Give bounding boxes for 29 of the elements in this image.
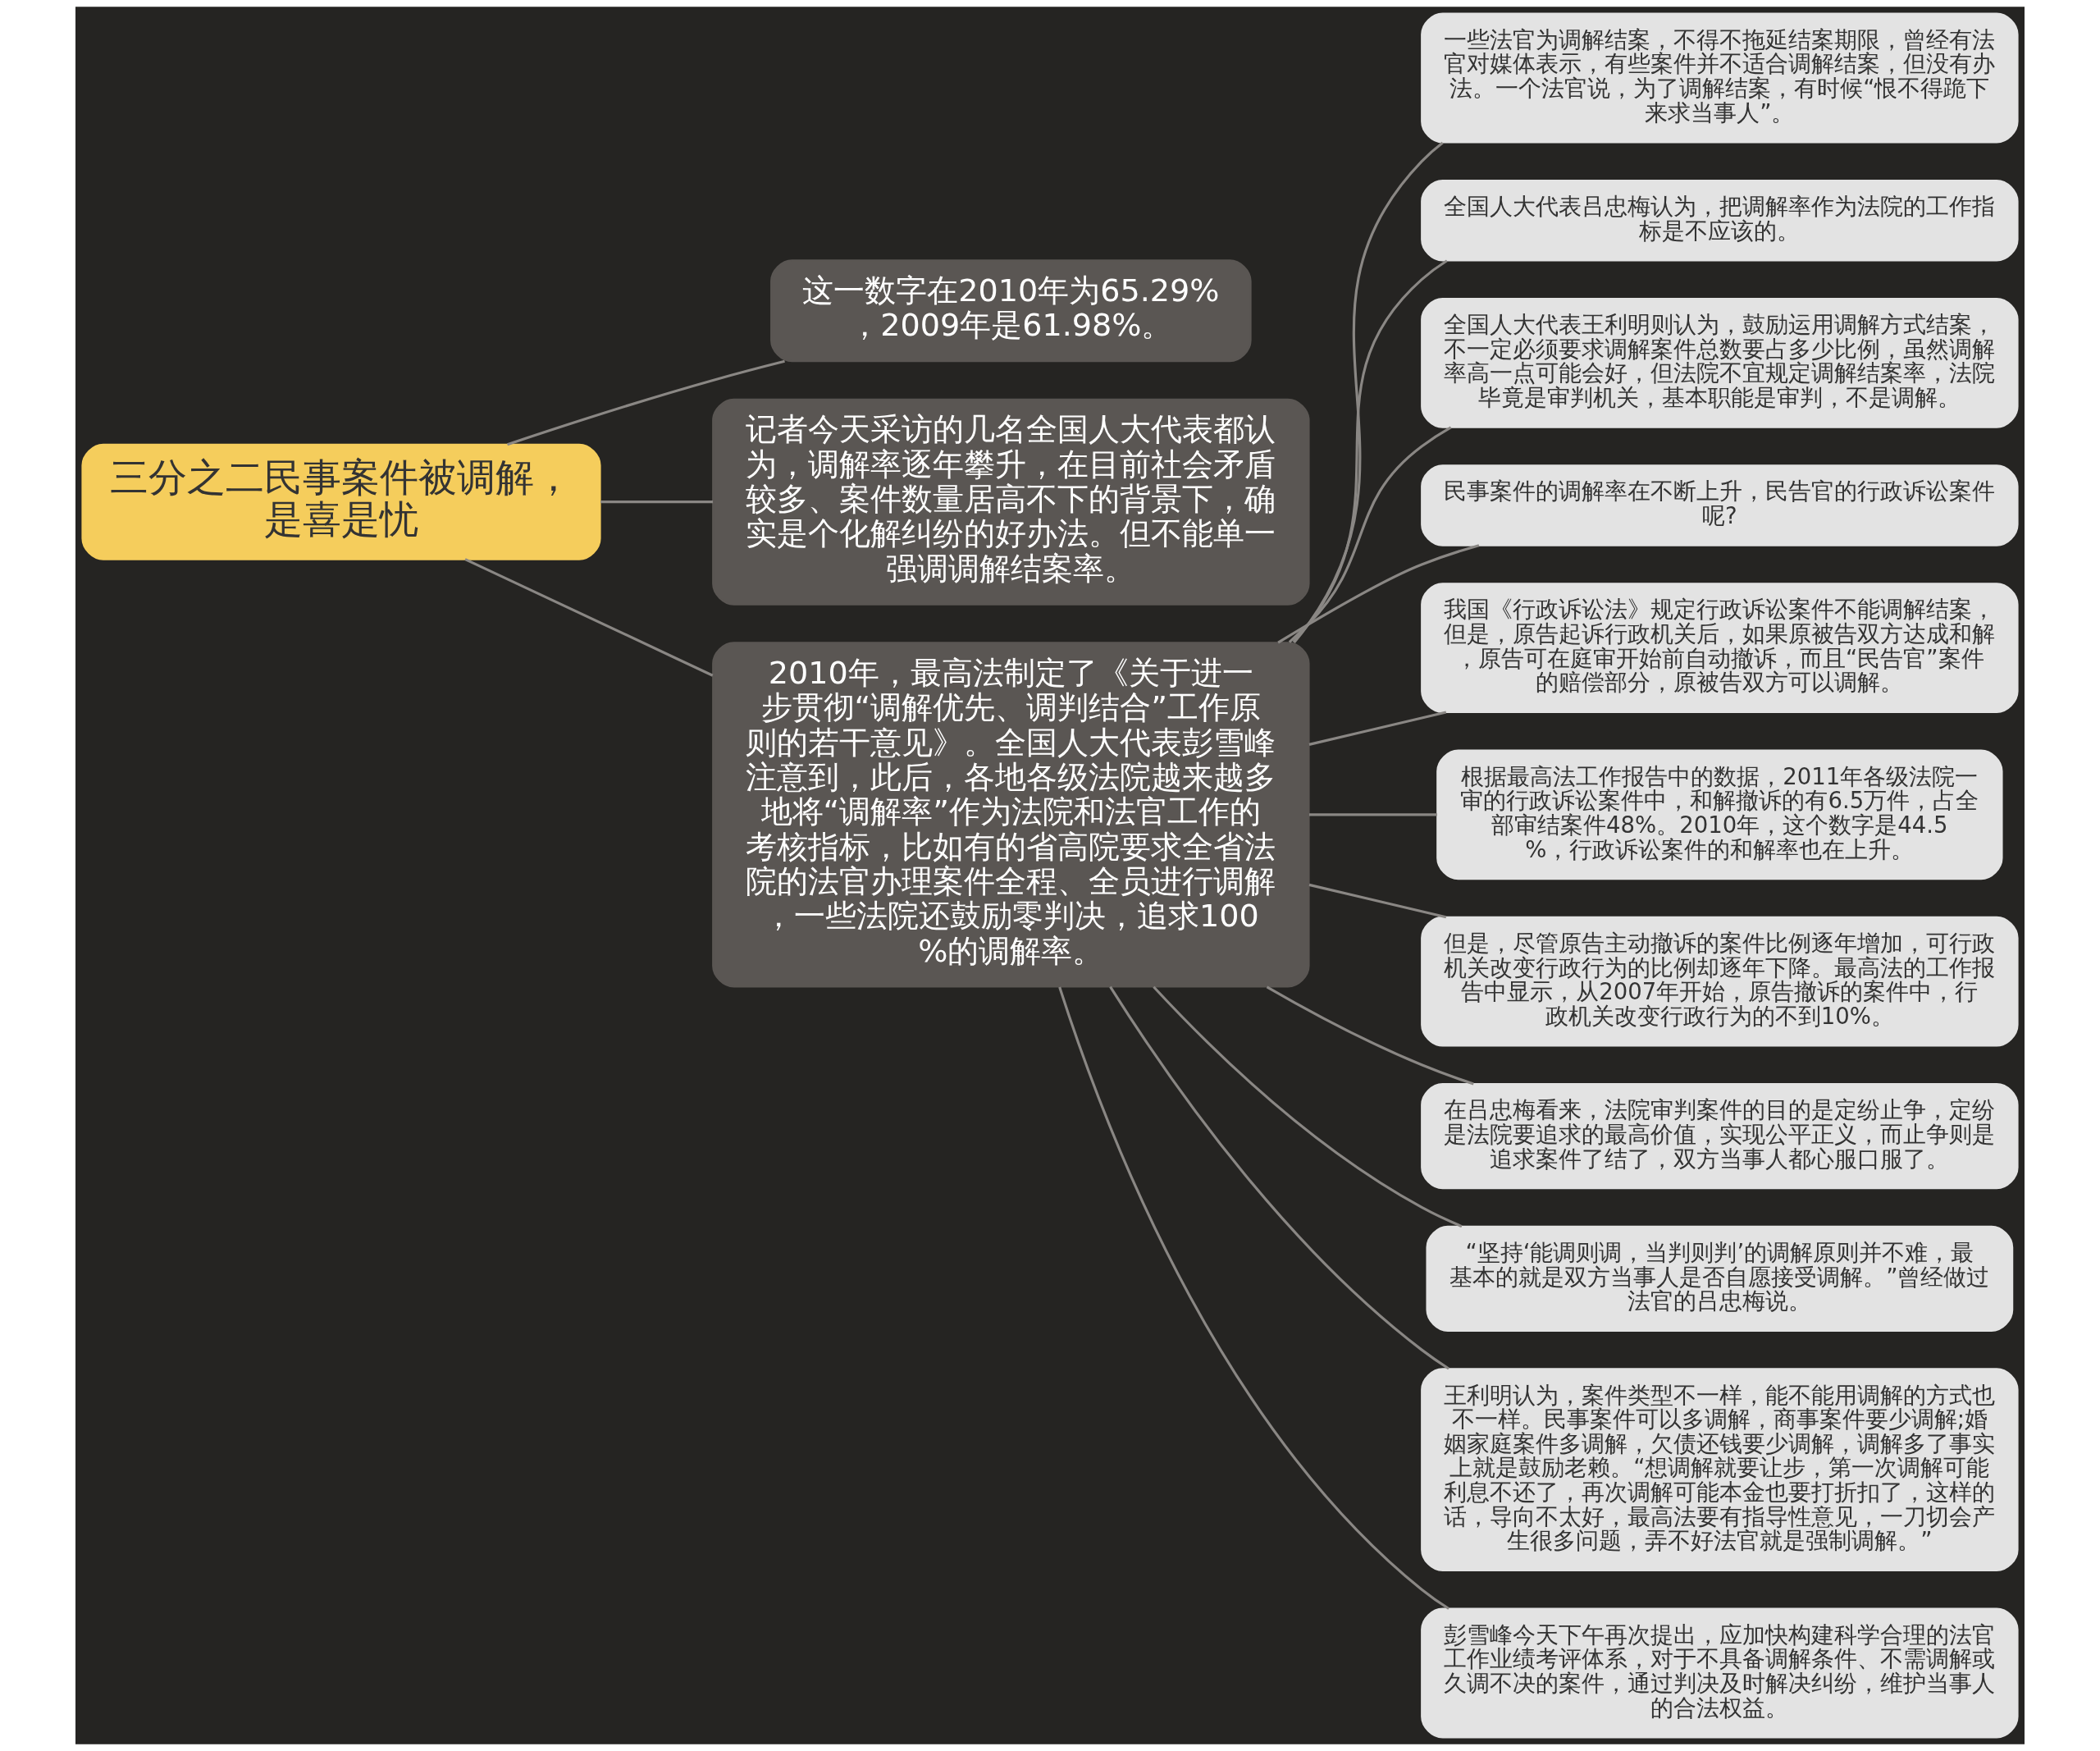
node-box: 2010年，最高法制定了《关于进一步贯彻“调解优先、调判结合”工作原则的若干意见》。全国人大代表彭雪峰注意到，此后，各地各级法院越来越多地将“调解率”作为法院和法官工作的考核指标，比如有的省高院要求全省法院的法官办理案件全程、全员进行调解，一些法院还鼓励零判决，追求100%的调解率。 — [712, 642, 1310, 988]
node-box: 彭雪峰今天下午再次提出，应加快构建科学合理的法官工作业绩考评体系，对于不具备调解条件、不需调解或久调不决的案件，通过判决及时解决纠纷，维护当事人的合法权益。 — [1421, 1607, 2019, 1739]
node-box: “坚持‘能调则调，当判则判’的调解原则并不难，最基本的就是双方当事人是否自愿接受调解。”曾经做过法官的吕忠梅说。 — [1426, 1225, 2014, 1332]
node-box: 王利明认为，案件类型不一样，能不能用调解的方式也不一样。民事案件可以多调解，商事案件要少调解;婚姻家庭案件多调解，欠债还钱要少调解，调解多了事实上就是鼓励老赖。“想调解就要让步，第一次调解可能利息不还了，再次调解可能本金也要打折扣了，这样的话，导向不太好，最高法要有指导性意见，一刀切会产生很多问题，弄不好法官就是强制调解。” — [1421, 1368, 2019, 1572]
connector — [1266, 985, 1474, 1086]
node-box: 记者今天采访的几名全国人大代表都认为，调解率逐年攀升，在目前社会矛盾较多、案件数量居高不下的背景下，确实是个化解纠纷的好办法。但不能单一强调调解结案率。 — [712, 398, 1310, 606]
connector — [1277, 544, 1480, 644]
connector — [1308, 883, 1447, 919]
node-box: 全国人大代表吕忠梅认为，把调解率作为法院的工作指标是不应该的。 — [1421, 179, 2019, 262]
connector — [507, 359, 785, 446]
connector — [1288, 426, 1452, 643]
node-box: 我国《行政诉讼法》规定行政诉讼案件不能调解结案，但是，原告起诉行政机关后，如果原被告双方达成和解，原告可在庭审开始前自动撤诉，而且“民告官”案件的赔偿部分，原被告双方可以调解。 — [1421, 583, 2019, 713]
connector — [1308, 813, 1437, 816]
node-box: 一些法官为调解结案，不得不拖延结案期限，曾经有法官对媒体表示，有些案件并不适合调解结案，但没有办法。一个法官说，为了调解结案，有时候“恨不得跪下来求当事人”。 — [1421, 12, 2019, 144]
connector — [600, 501, 714, 504]
node-box: 全国人大代表王利明则认为，鼓励运用调解方式结案，不一定必须要求调解案件总数要占多少比例，虽然调解率高一点可能会好，但法院不宜规定调解结案率，法院毕竟是审判机关，基本职能是审判，不是调解。 — [1421, 297, 2019, 428]
connector — [1058, 986, 1449, 1610]
connector — [1153, 985, 1463, 1228]
node-box: 三分之二民事案件被调解，是喜是忧 — [81, 443, 601, 560]
connector — [1308, 711, 1447, 746]
connector — [1109, 985, 1449, 1370]
connector — [464, 558, 714, 677]
node-box: 但是，尽管原告主动撤诉的案件比例逐年增加，可行政机关改变行政行为的比例却逐年下降。最高法的工作报告中显示，从2007年开始，原告撤诉的案件中，行政机关改变行政行为的不到10%。 — [1421, 916, 2019, 1047]
connector — [1293, 141, 1444, 644]
node-box: 这一数字在2010年为65.29%，2009年是61.98%。 — [770, 259, 1252, 363]
node-box: 民事案件的调解率在不断上升，民告官的行政诉讼案件呢? — [1421, 464, 2019, 546]
connector — [1292, 259, 1448, 643]
node-box: 根据最高法工作报告中的数据，2011年各级法院一审的行政诉讼案件中，和解撤诉的有6.5万件，占全部审结案件48%。2010年，这个数字是44.5%，行政诉讼案件的和解率也在上升。 — [1436, 749, 2003, 880]
node-box: 在吕忠梅看来，法院审判案件的目的是定纷止争，定纷是法院要追求的最高价值，实现公平正义，而止争则是追求案件了结了，双方当事人都心服口服了。 — [1421, 1083, 2019, 1190]
